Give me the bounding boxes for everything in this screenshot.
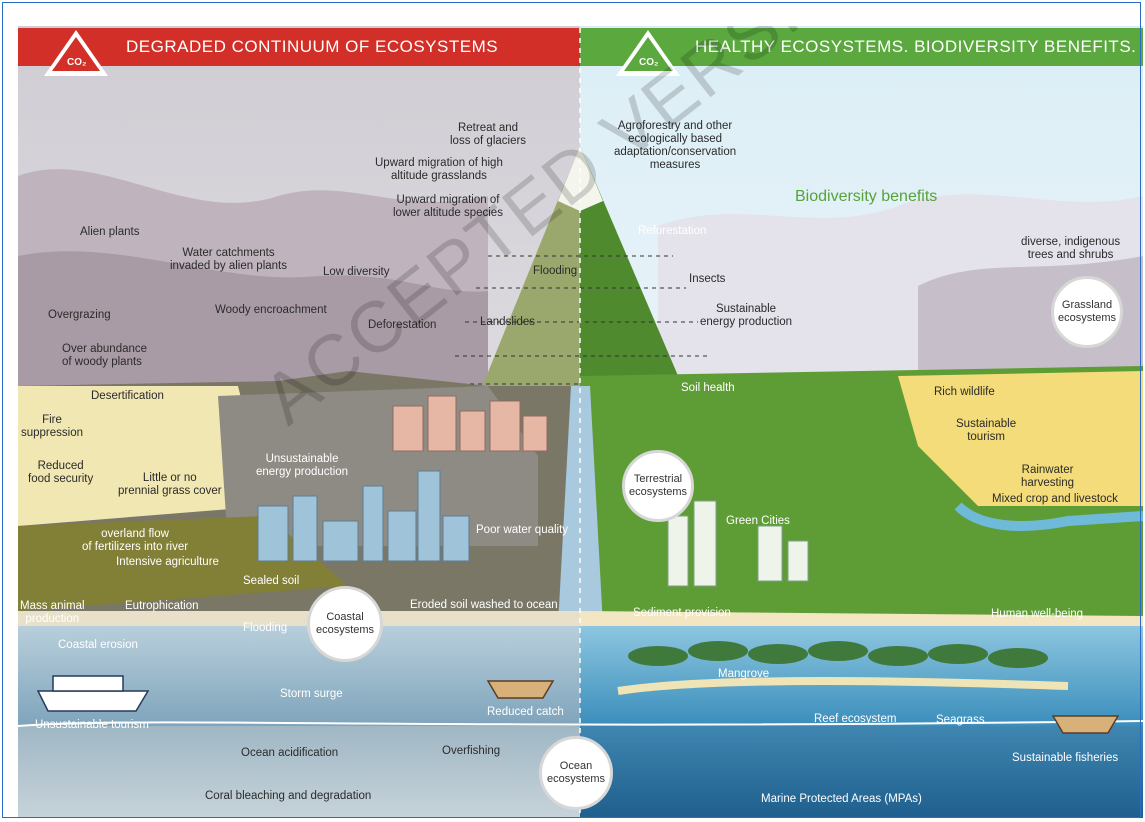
label-woody-encroachment: Woody encroachment	[215, 304, 327, 316]
label-eutrophication: Eutrophication	[125, 600, 199, 612]
label-overfishing: Overfishing	[442, 745, 501, 757]
label-seagrass: Seagrass	[936, 714, 985, 726]
label-upward-high: Upward migration of high altitude grassl…	[375, 157, 503, 182]
label-biodiversity-benefits: Biodiversity benefits	[795, 188, 938, 205]
label-reduced-catch: Reduced catch	[487, 706, 564, 718]
label-sediment-provision: Sediment provision	[633, 607, 731, 619]
label-fire-suppression: Fire suppression	[21, 414, 84, 439]
label-agroforestry: Agroforestry and other ecologically base…	[614, 120, 737, 171]
label-mass-animal: Mass animal production	[20, 600, 85, 625]
label-storm-surge: Storm surge	[280, 688, 343, 700]
right-banner-title: HEALTHY ECOSYSTEMS. BIODIVERSITY BENEFIT…	[695, 37, 1137, 56]
label-intensive-agriculture: Intensive agriculture	[116, 556, 219, 568]
label-little-grass: Little or no prennial grass cover	[118, 472, 222, 497]
co2-left-label: CO₂	[67, 57, 87, 68]
label-unsustainable-energy: Unsustainable energy production	[256, 453, 349, 478]
co2-right-label: CO₂	[639, 57, 659, 68]
bubble-grassland-ecosystems: Grassland ecosystems	[1051, 276, 1123, 348]
label-rainwater-harvesting: Rainwater harvesting	[1021, 464, 1075, 489]
bubble-ocean-ecosystems: Ocean ecosystems	[539, 736, 613, 810]
label-food-security: Reduced food security	[28, 460, 94, 485]
label-ocean-acidification: Ocean acidification	[241, 747, 339, 759]
label-deforestation: Deforestation	[368, 319, 437, 331]
label-sealed-soil: Sealed soil	[243, 575, 300, 587]
label-reforestation: Reforestation	[638, 225, 707, 237]
ecosystem-illustration: DEGRADED CONTINUUM OF ECOSYSTEMS HEALTHY…	[18, 26, 1143, 818]
label-over-abundance: Over abundance of woody plants	[62, 343, 148, 368]
label-overgrazing: Overgrazing	[48, 309, 111, 321]
label-low-diversity: Low diversity	[323, 266, 390, 278]
left-banner-title: DEGRADED CONTINUUM OF ECOSYSTEMS	[126, 37, 499, 56]
label-sustainable-energy: Sustainable energy production	[700, 303, 793, 328]
label-eroded-soil: Eroded soil washed to ocean	[410, 599, 558, 611]
label-water-catchments: Water catchments invaded by alien plants	[170, 247, 287, 272]
label-coral-bleaching: Coral bleaching and degradation	[205, 790, 372, 802]
label-mixed-crop: Mixed crop and livestock	[992, 493, 1118, 505]
bubble-terrestrial-ecosystems: Terrestrial ecosystems	[622, 450, 694, 522]
label-mangrove: Mangrove	[718, 668, 770, 680]
label-overland-flow: overland flow of fertilizers into river	[82, 528, 189, 553]
label-diverse-trees: diverse, indigenous trees and shrubs	[1021, 236, 1121, 261]
label-flooding-coast: Flooding	[243, 622, 288, 634]
label-human-well-being: Human well-being	[991, 608, 1084, 620]
label-mpa: Marine Protected Areas (MPAs)	[761, 793, 922, 805]
label-retreat-glaciers: Retreat and loss of glaciers	[450, 122, 527, 147]
label-reef-ecosystem: Reef ecosystem	[814, 713, 897, 725]
label-landslides: Landslides	[480, 316, 535, 328]
bubble-coastal-ecosystems: Coastal ecosystems	[307, 586, 383, 662]
label-desertification: Desertification	[91, 390, 164, 402]
scene-drawing	[18, 26, 1143, 818]
label-unsustainable-tourism: Unsustainable tourism	[35, 719, 149, 731]
label-upward-low: Upward migration of lower altitude speci…	[393, 194, 503, 219]
label-green-cities: Green Cities	[726, 515, 790, 527]
label-sustainable-fisheries: Sustainable fisheries	[1012, 752, 1119, 764]
label-coastal-erosion: Coastal erosion	[58, 639, 138, 651]
label-poor-water-quality: Poor water quality	[476, 524, 569, 536]
label-rich-wildlife: Rich wildlife	[934, 386, 995, 398]
label-sustainable-tourism: Sustainable tourism	[956, 418, 1017, 443]
label-insects: Insects	[689, 273, 726, 285]
label-soil-health: Soil health	[681, 382, 735, 394]
label-flooding-mountain: Flooding	[533, 265, 578, 277]
label-alien-plants: Alien plants	[80, 226, 140, 238]
